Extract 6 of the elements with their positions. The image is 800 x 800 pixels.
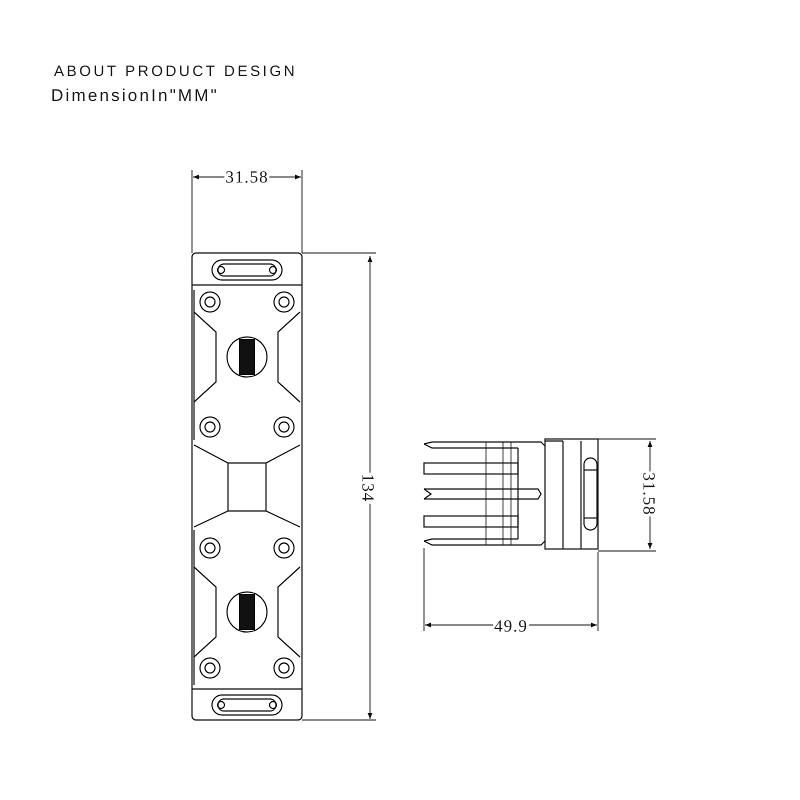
dimension-value: 134 bbox=[360, 472, 376, 504]
title: ABOUT PRODUCT DESIGN bbox=[54, 63, 298, 80]
dimension-value: 31.58 bbox=[640, 471, 658, 517]
dimension-value: 31.58 bbox=[224, 168, 270, 186]
dimension-value: 49.9 bbox=[493, 618, 529, 634]
unit-note: DimensionIn"MM" bbox=[51, 86, 219, 106]
